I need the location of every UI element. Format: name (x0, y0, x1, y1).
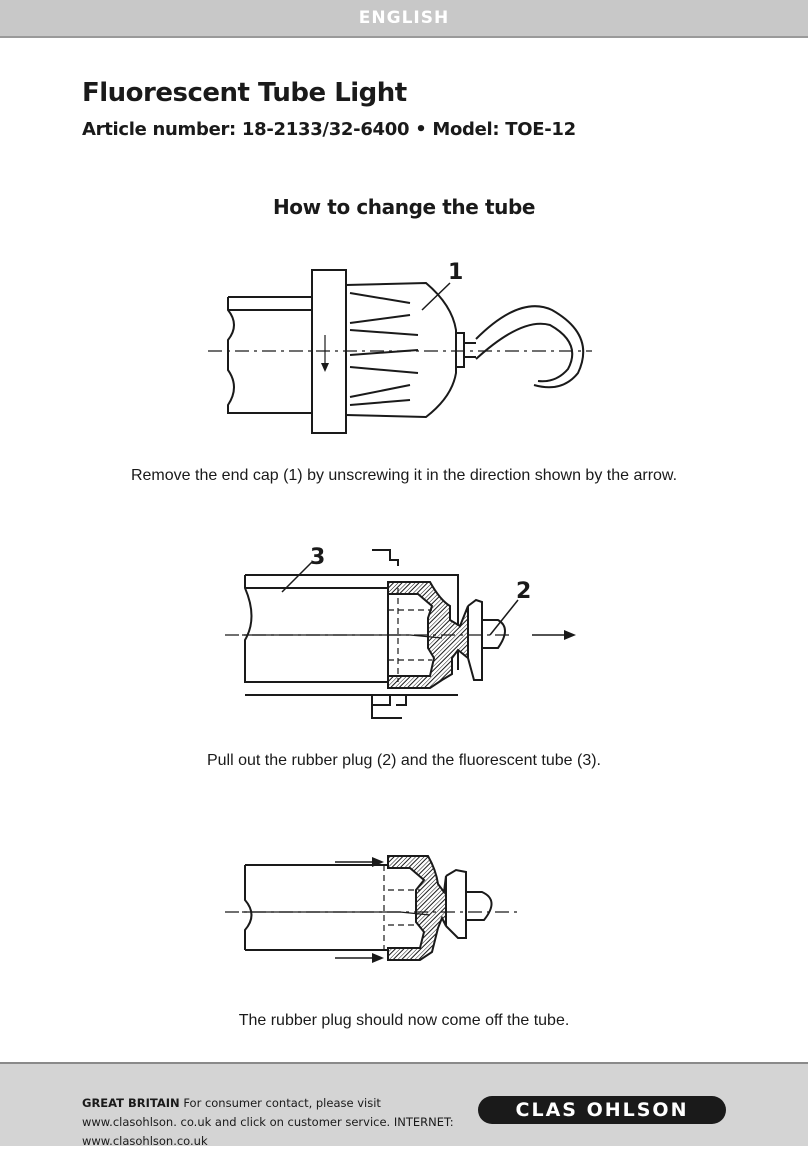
callout-3: 3 (310, 545, 325, 570)
section-title: How to change the tube (272, 195, 536, 219)
language-label: ENGLISH (358, 8, 450, 28)
end-cap-diagram: 1 (208, 260, 592, 434)
article-number: Article number: 18-2133/32-6400 • Model:… (82, 119, 576, 140)
language-bar: ENGLISH (0, 0, 808, 38)
footer-contact: GREAT BRITAIN For consumer contact, plea… (82, 1094, 462, 1151)
step-1-caption: Remove the end cap (1) by unscrewing it … (130, 467, 678, 484)
footer-contact-text: For consumer contact, please visit www.c… (82, 1096, 454, 1148)
rubber-plug-diagram: 3 2 (225, 545, 576, 719)
document-title: Fluorescent Tube Light (82, 78, 407, 108)
plug-removal-diagram (225, 855, 520, 963)
callout-1: 1 (448, 260, 463, 285)
step-3-caption: The rubber plug should now come off the … (238, 1012, 570, 1029)
footer-region: GREAT BRITAIN (82, 1096, 180, 1110)
step-2-caption: Pull out the rubber plug (2) and the flu… (206, 752, 601, 769)
callout-2: 2 (516, 579, 531, 604)
footer: GREAT BRITAIN For consumer contact, plea… (0, 1062, 808, 1148)
clas-ohlson-logo: CLAS OHLSON (478, 1096, 726, 1124)
